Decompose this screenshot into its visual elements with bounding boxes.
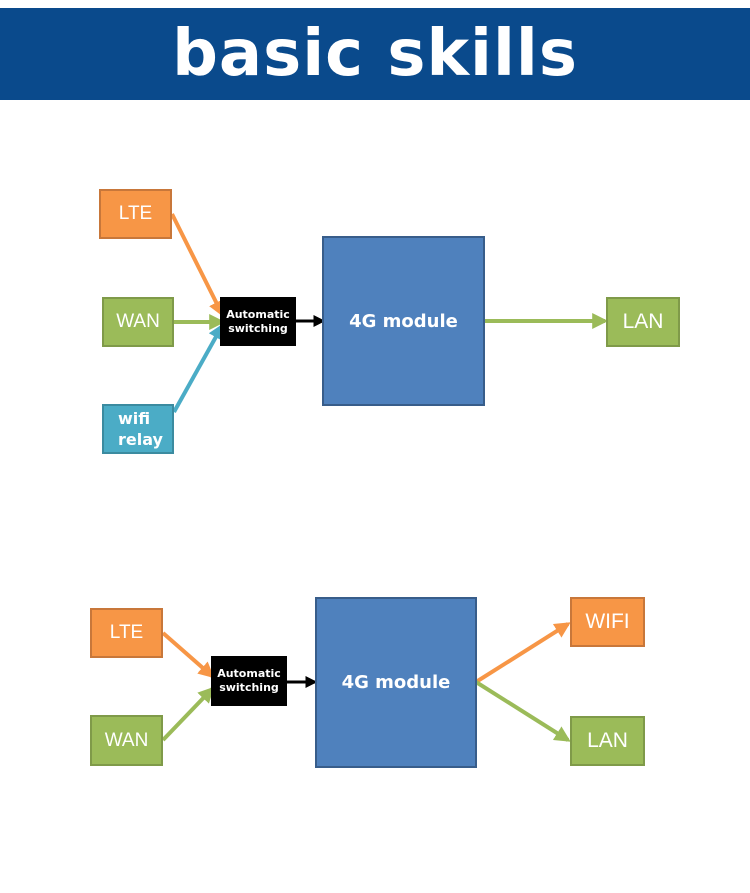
wifi-relay-box: wifi relay xyxy=(102,404,174,454)
wan-box-2: WAN xyxy=(90,715,163,766)
page-title: basic skills xyxy=(172,17,578,91)
automatic-switching-box: Automatic switching xyxy=(220,297,296,346)
arrow-module2-to-wifi xyxy=(474,622,571,684)
wifi-box: WIFI xyxy=(570,597,645,647)
lte-box: LTE xyxy=(99,189,172,239)
lte-box-2: LTE xyxy=(90,608,163,658)
wan-box: WAN xyxy=(102,297,174,347)
arrow-module2-to-lan2 xyxy=(474,680,571,742)
lan-box-2: LAN xyxy=(570,716,645,766)
4g-module-box-2: 4G module xyxy=(315,597,477,768)
arrow-wan2-to-switch2 xyxy=(161,686,215,742)
automatic-switching-box-2: Automatic switching xyxy=(211,656,287,706)
arrow-wifi-relay-to-switch xyxy=(172,323,224,413)
4g-module-box: 4G module xyxy=(322,236,485,406)
lan-box: LAN xyxy=(606,297,680,347)
arrow-lte-to-switch xyxy=(170,213,224,317)
title-banner xyxy=(0,8,750,100)
arrow-lte2-to-switch2 xyxy=(161,631,215,679)
